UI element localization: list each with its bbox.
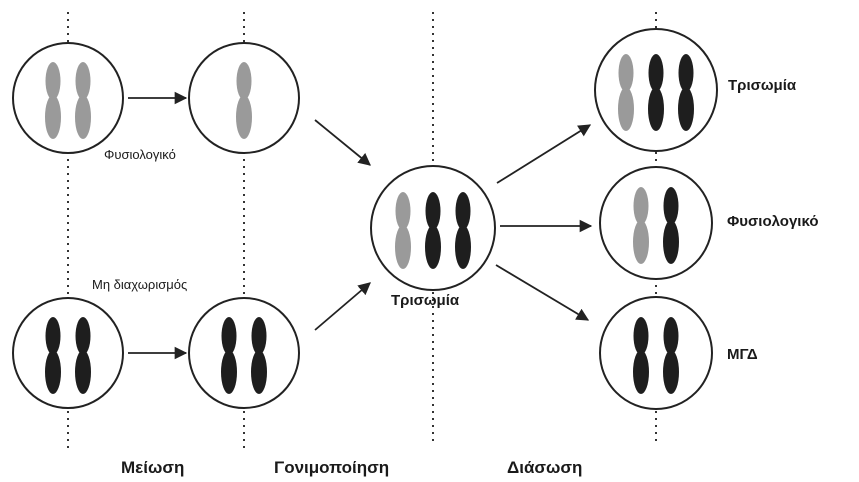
label-nondisjunction: Μη διαχωρισμός [92,277,187,292]
label-result-normal: Φυσιολογικό [727,213,819,230]
cell-membrane [13,298,123,408]
separator-lines [68,12,656,450]
cell-result-trisomy [595,29,717,151]
label-result-mgd: ΜΓΔ [727,346,758,363]
cell-meiosis-bottom [13,298,123,408]
cell-gamete-nondisjunction [189,298,299,408]
label-meiosis: Μείωση [121,458,184,478]
cells [13,29,717,409]
label-normal-gamete: Φυσιολογικό [104,147,176,162]
cell-result-mgd [600,297,712,409]
label-result-trisomy: Τρισωμία [728,77,796,94]
arrow-to-zygote-bottom [315,283,370,330]
cell-membrane [13,43,123,153]
cell-membrane [600,167,712,279]
label-cleavage: Διάσωση [507,458,582,478]
cell-meiosis-top [13,43,123,153]
cell-gamete-normal [189,43,299,153]
cell-result-normal [600,167,712,279]
arrow-to-mgd [496,265,588,320]
cell-membrane [189,298,299,408]
arrows [128,98,591,353]
arrow-to-zygote-top [315,120,370,165]
label-zygote-trisomy: Τρισωμία [391,292,459,309]
cell-membrane [600,297,712,409]
cell-zygote-trisomy [371,166,495,290]
arrow-to-trisomy [497,125,590,183]
label-fertilization: Γονιμοποίηση [274,458,389,478]
